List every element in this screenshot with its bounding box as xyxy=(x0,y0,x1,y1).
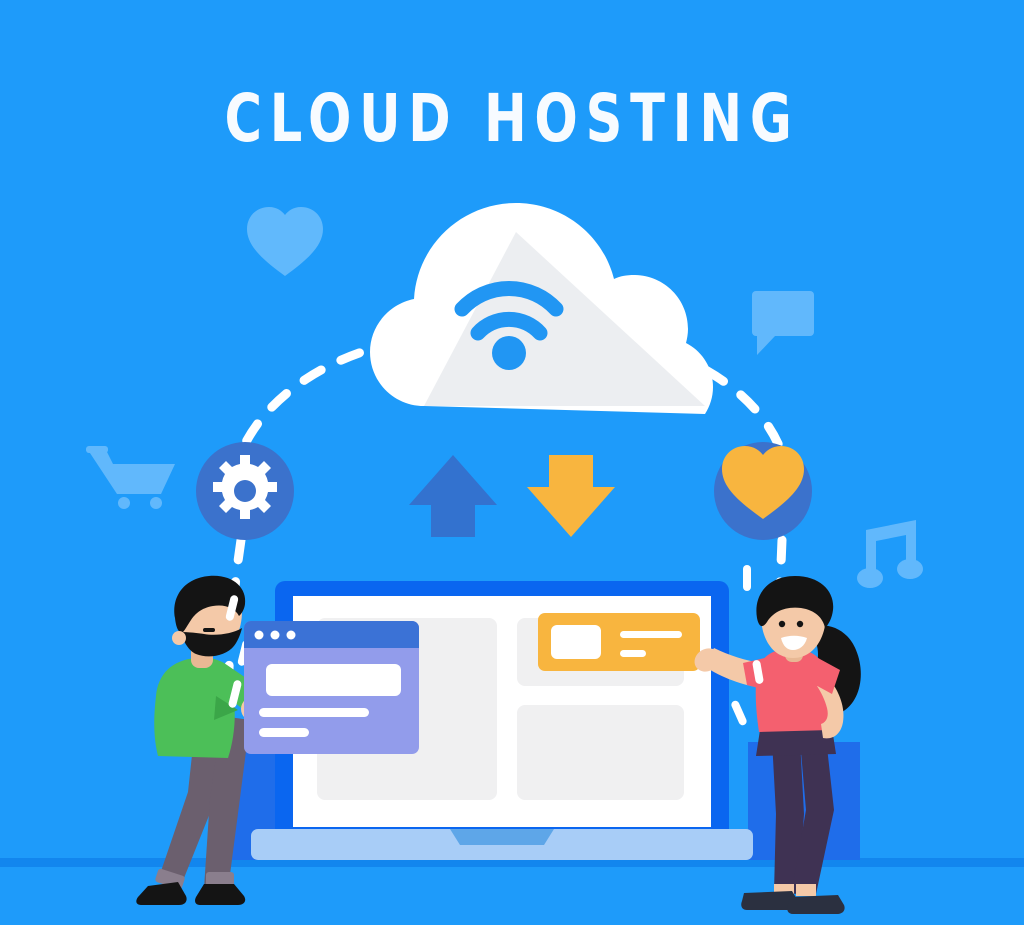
arc-right xyxy=(623,337,785,453)
woman-top xyxy=(755,650,833,732)
woman-motion-dash-2 xyxy=(752,660,764,684)
woman-ankle-front xyxy=(796,884,816,896)
browser-text-line-1 xyxy=(259,708,369,717)
favorite-circle[interactable] xyxy=(714,442,812,540)
woman-motion-dash-1 xyxy=(743,565,751,591)
woman-motion-dash-3 xyxy=(731,700,747,726)
browser-dot-1-icon xyxy=(254,630,264,640)
page-title: CLOUD HOSTING xyxy=(224,80,800,157)
woman-shoe-front xyxy=(787,895,845,914)
browser-dot-3-icon xyxy=(286,630,296,640)
cloud-wifi-badge xyxy=(370,203,713,414)
man-shoe-back xyxy=(136,882,187,905)
download-arrow xyxy=(527,455,615,537)
wifi-icon xyxy=(454,280,564,341)
browser-card-titlebar xyxy=(244,621,419,648)
woman-arm-hip xyxy=(817,684,844,739)
orange-card-line-1 xyxy=(620,631,682,638)
browser-content-block xyxy=(266,664,401,696)
character-woman xyxy=(694,565,861,914)
man-cuff-front xyxy=(206,872,234,886)
arc-left xyxy=(238,337,405,453)
orange-card-line-2 xyxy=(620,650,646,657)
cart-icon-decor xyxy=(86,446,175,509)
man-hair xyxy=(174,575,246,633)
woman-smile xyxy=(781,635,807,650)
wifi-dot-icon xyxy=(492,336,526,370)
woman-hips xyxy=(756,728,836,756)
upload-arrow xyxy=(409,455,497,537)
orange-content-card[interactable] xyxy=(538,613,700,671)
man-ear xyxy=(172,631,186,645)
woman-sleeve-hip xyxy=(810,658,840,694)
chat-bubble-icon-decor xyxy=(752,291,814,355)
woman-hair-front xyxy=(756,576,834,628)
woman-leg-front xyxy=(792,738,834,894)
settings-circle[interactable] xyxy=(196,442,294,540)
man-leg-front xyxy=(204,716,250,890)
man-beard xyxy=(180,628,242,657)
browser-window-card[interactable] xyxy=(244,621,419,754)
woman-eye-1 xyxy=(778,620,786,628)
man-arm-fold xyxy=(214,696,238,720)
browser-dot-2-icon xyxy=(270,630,280,640)
man-leg-back xyxy=(158,718,222,888)
music-note-icon-decor xyxy=(857,520,923,588)
screen-panel-right-bottom xyxy=(517,705,684,800)
cloud-shadow xyxy=(424,232,705,406)
man-shoe-front xyxy=(195,884,246,905)
browser-text-line-2 xyxy=(259,728,309,737)
woman-leg-back xyxy=(772,740,804,894)
woman-shoe-back xyxy=(741,891,799,910)
orange-card-thumbnail xyxy=(551,625,601,659)
laptop-notch xyxy=(450,829,554,845)
woman-hand-raised xyxy=(694,648,720,672)
gear-icon xyxy=(213,455,277,519)
heart-icon xyxy=(722,446,804,519)
ground-strip xyxy=(0,858,1024,867)
man-motion-dash-3 xyxy=(228,680,242,708)
woman-eye-2 xyxy=(796,620,804,628)
heart-icon-decor xyxy=(247,207,323,276)
man-eye xyxy=(203,628,215,632)
man-motion-dash-1 xyxy=(225,595,239,621)
